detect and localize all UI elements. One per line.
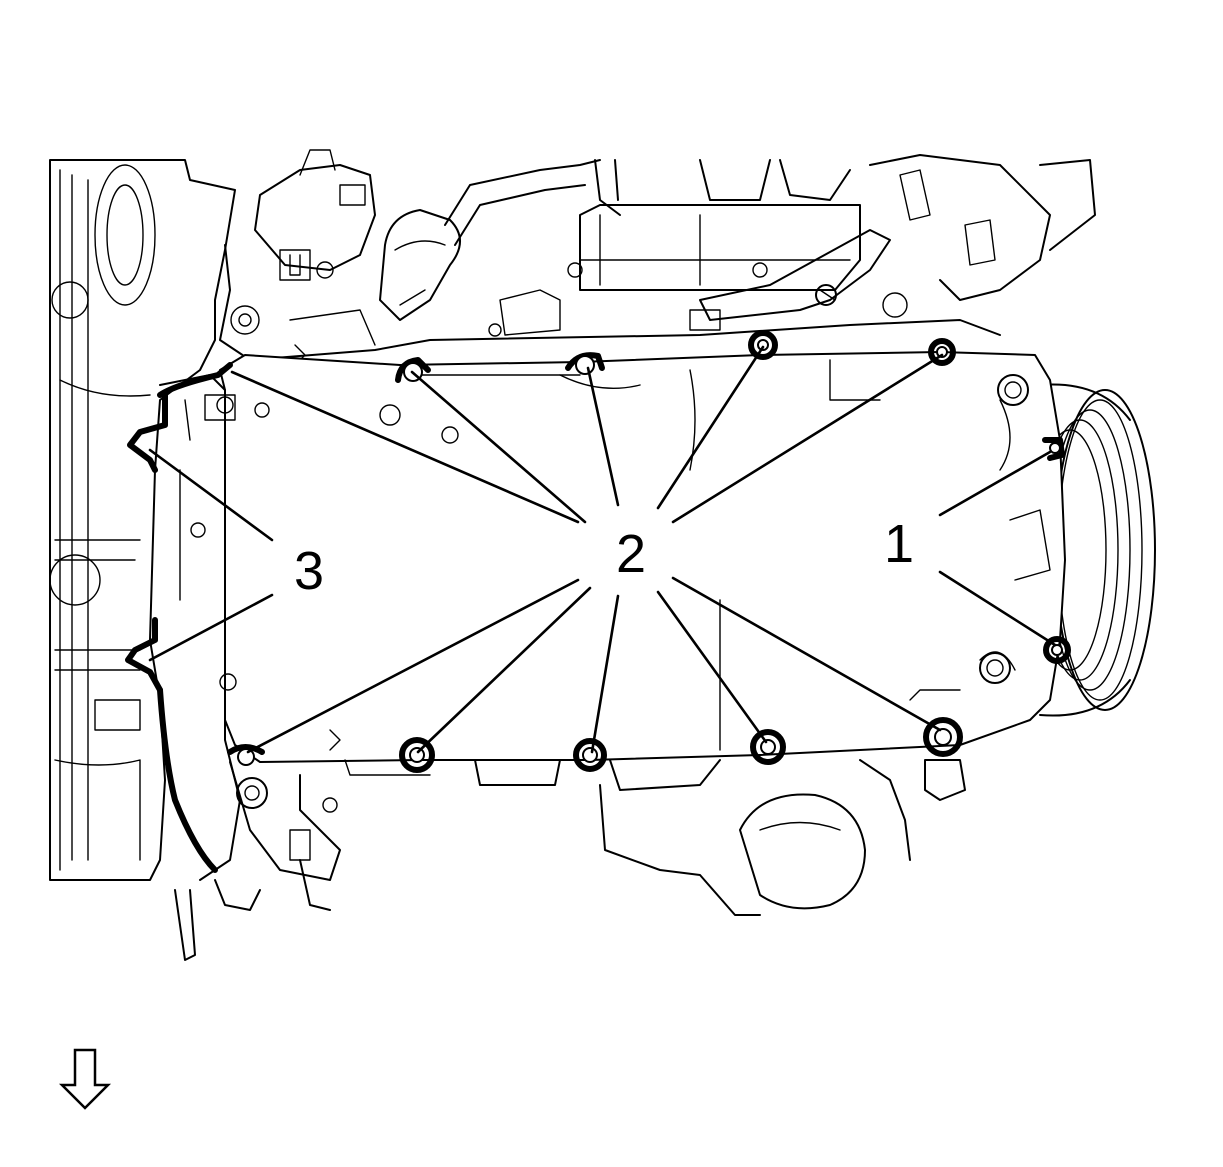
lower-engine-components [174,759,966,961]
leader-line-2 [410,370,587,524]
bolt-icon [923,717,963,757]
bolt-icon [928,338,956,366]
leader-line-1 [938,450,1052,517]
leader-line-2 [656,590,768,744]
bolt-icon [399,737,435,773]
upper-engine-components [219,149,1096,361]
callout-label-1: 1 [884,514,914,574]
callout-label-2: 2 [616,524,646,584]
oil-pan-bolts [227,330,1071,773]
leader-line-2 [246,578,580,754]
leader-line-2 [586,366,620,507]
leader-line-2 [230,370,580,524]
leader-line-1 [938,570,1057,647]
leader-line-2 [590,594,620,754]
callout-labels: 1 2 3 [278,508,930,610]
down-arrow-icon [58,1048,112,1110]
bolt-icon [748,330,778,360]
bolt-icon [750,729,786,765]
oil-pan [159,351,1066,881]
leader-line-3 [148,593,274,662]
leader-line-3 [148,448,274,542]
bolt-icon [1042,437,1065,461]
sealant-bead [125,362,233,873]
leader-line-2 [671,353,944,524]
bolt-icon [227,744,265,766]
leader-lines [148,345,1057,754]
bolt-icon [1043,636,1071,664]
leader-line-2 [416,586,592,754]
leader-line-2 [656,345,765,510]
engine-block-left [49,159,236,881]
callout-label-3: 3 [294,541,324,601]
leader-line-2 [671,576,942,732]
bolt-icon [573,738,607,772]
